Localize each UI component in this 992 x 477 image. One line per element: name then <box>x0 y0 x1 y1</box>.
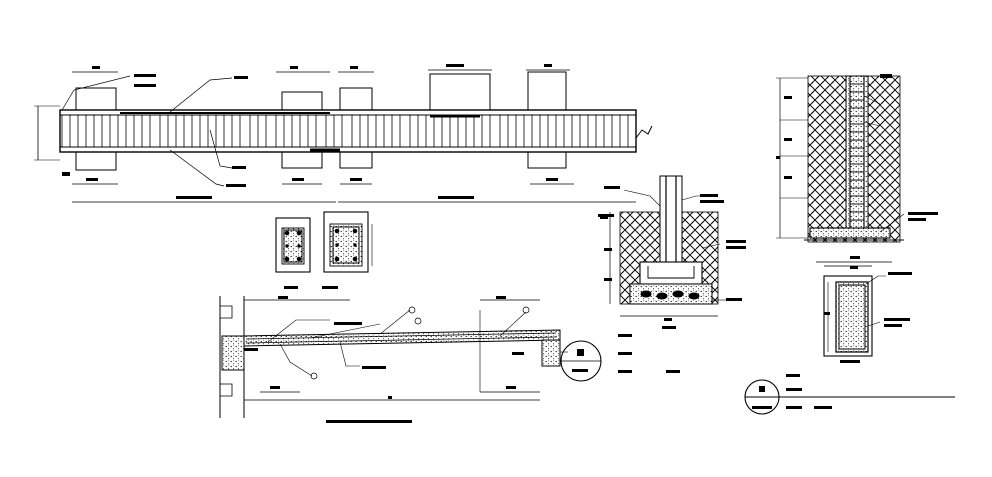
wall-section <box>776 75 905 263</box>
beam-section-2 <box>322 211 373 289</box>
wall-labels <box>776 74 938 259</box>
footing-detail <box>609 175 726 317</box>
legend <box>744 374 955 415</box>
beam-elevation <box>34 69 653 203</box>
footing-labels <box>598 186 746 373</box>
beam-elevation-labels <box>62 64 558 199</box>
beam-stirrups <box>61 115 637 147</box>
beam-section-1 <box>275 217 311 289</box>
column-labels <box>824 266 912 363</box>
slab-labels <box>244 296 524 423</box>
column-section <box>823 265 886 357</box>
section-marker-icon <box>560 340 602 382</box>
slab-section <box>219 296 602 418</box>
